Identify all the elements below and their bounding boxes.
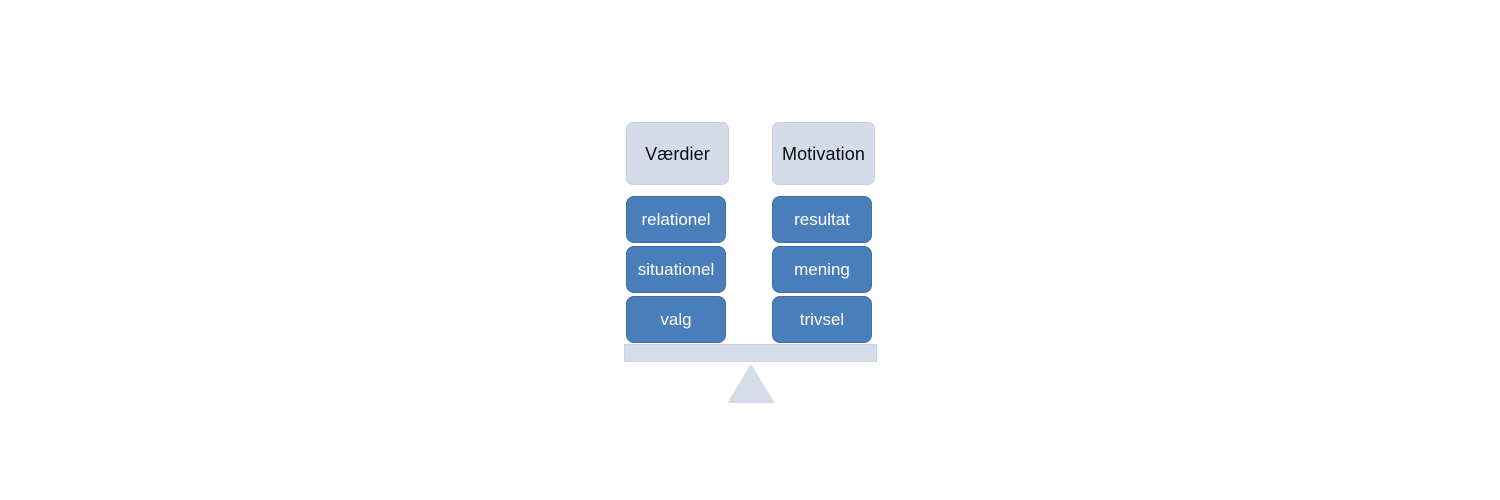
item-box-mening[interactable]: mening xyxy=(772,246,872,293)
balance-beam xyxy=(624,344,877,362)
item-box-valg[interactable]: valg xyxy=(626,296,726,343)
scale-columns: Værdier relationel situationel valg Moti… xyxy=(624,122,877,343)
balance-scale-diagram: Værdier relationel situationel valg Moti… xyxy=(624,122,877,404)
item-box-relationel[interactable]: relationel xyxy=(626,196,726,243)
item-box-trivsel[interactable]: trivsel xyxy=(772,296,872,343)
column-header-values[interactable]: Værdier xyxy=(626,122,729,185)
item-box-situationel[interactable]: situationel xyxy=(626,246,726,293)
scale-column-left: Værdier relationel situationel valg xyxy=(626,122,729,343)
item-box-resultat[interactable]: resultat xyxy=(772,196,872,243)
scale-column-right: Motivation resultat mening trivsel xyxy=(772,122,875,343)
fulcrum-triangle-icon xyxy=(728,365,774,403)
column-header-motivation[interactable]: Motivation xyxy=(772,122,875,185)
